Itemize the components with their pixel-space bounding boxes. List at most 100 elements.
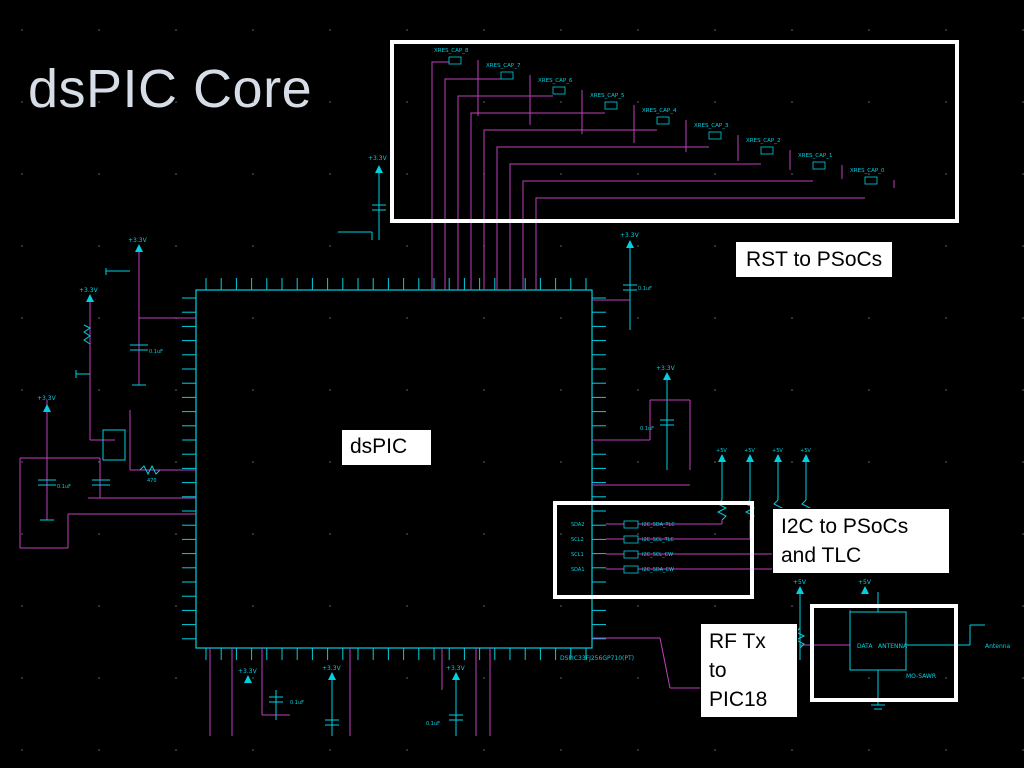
pullup-supply-label: +5V — [772, 448, 783, 454]
supply-arrow-5v-rf — [861, 586, 869, 594]
i2c-net-label: I2C_SDA_CW — [642, 567, 674, 573]
grid-dot — [1022, 101, 1024, 103]
rst-net-port — [552, 86, 566, 95]
grid-dot — [560, 317, 562, 319]
callout-dspic: dsPIC — [341, 429, 432, 466]
supply-label-3: +3.3V — [37, 395, 57, 402]
pullup-arrow — [746, 454, 754, 462]
chip-part-label: DSPIC33FJ256GP710(PT) — [560, 655, 634, 662]
grid-dot — [483, 677, 485, 679]
grid-dot — [406, 101, 408, 103]
rst-net-label: XRES_CAP_7 — [486, 63, 521, 69]
grid-dot — [98, 173, 100, 175]
grid-dot — [637, 461, 639, 463]
grid-dot — [21, 245, 23, 247]
grid-dot — [637, 605, 639, 607]
supply-5v-1: +5V — [793, 579, 807, 586]
grid-dot — [1022, 749, 1024, 751]
grid-dot — [1022, 677, 1024, 679]
grid-dot — [1022, 605, 1024, 607]
cap-value-2: 0.1uF — [57, 484, 71, 490]
rst-net-labels: XRES_CAP_8XRES_CAP_7XRES_CAP_6XRES_CAP_5… — [434, 48, 885, 185]
callout-rf-tx: RF Tx to PIC18 — [700, 623, 798, 718]
grid-dot — [98, 101, 100, 103]
rst-net-port — [604, 101, 618, 110]
rst-net-port — [812, 161, 826, 170]
grid-dot — [714, 245, 716, 247]
dspic-chip — [195, 289, 593, 649]
bottom-arrows — [244, 672, 460, 683]
supply-label-7: +3.3V — [238, 668, 258, 675]
rst-net-label: XRES_CAP_1 — [798, 153, 832, 159]
grid-dot — [714, 173, 716, 175]
supply-5v-2: +5V — [858, 579, 872, 586]
callout-rst-to-psocs: RST to PSoCs — [735, 241, 894, 278]
grid-dot — [329, 173, 331, 175]
grid-dot — [329, 749, 331, 751]
grid-dot — [406, 605, 408, 607]
grid-dot — [945, 749, 947, 751]
i2c-pin-label: SCL2 — [571, 537, 584, 543]
grid-dot — [560, 101, 562, 103]
supply-arrow-5v-rf2 — [796, 586, 804, 594]
pullup-supply-label: +5V — [800, 448, 811, 454]
rst-net-label: XRES_CAP_0 — [850, 168, 885, 174]
rf-highlight-box — [810, 604, 958, 702]
grid-dot — [21, 317, 23, 319]
grid-dot — [406, 173, 408, 175]
rst-net-port — [708, 131, 722, 140]
callout-i2c: I2C to PSoCs and TLC — [772, 508, 950, 574]
i2c-pin-label: SDA2 — [571, 522, 585, 528]
grid-dot — [945, 245, 947, 247]
grid-dot — [483, 317, 485, 319]
grid-dot — [329, 317, 331, 319]
grid-dot — [21, 101, 23, 103]
rst-net-port — [500, 71, 514, 80]
rst-wire — [522, 180, 813, 290]
supply-label-9: +3.3V — [446, 665, 466, 672]
grid-dot — [21, 29, 23, 31]
grid-dot — [868, 29, 870, 31]
rst-net-port — [760, 146, 774, 155]
callout-rf-line1: RF Tx — [709, 630, 766, 653]
grid-dot — [1022, 245, 1024, 247]
slide-title: dsPIC Core — [28, 59, 313, 119]
grid-dot — [329, 29, 331, 31]
grid-dot — [175, 101, 177, 103]
i2c-port — [623, 520, 639, 529]
rst-net-label: XRES_CAP_6 — [538, 78, 573, 84]
grid-dot — [406, 749, 408, 751]
rst-net-label: XRES_CAP_3 — [694, 123, 729, 129]
grid-dots — [21, 29, 1024, 751]
supply-label-1: +3.3V — [128, 237, 148, 244]
grid-dot — [791, 389, 793, 391]
pullup-arrow — [718, 454, 726, 462]
grid-dot — [714, 461, 716, 463]
left-components — [38, 268, 161, 521]
rf-module-part: MO-SAWR — [906, 673, 936, 680]
grid-dot — [560, 461, 562, 463]
grid-dot — [329, 533, 331, 535]
grid-dot — [637, 173, 639, 175]
grid-dot — [945, 173, 947, 175]
grid-dot — [637, 101, 639, 103]
cap-value-5: 0.1uF — [290, 700, 304, 706]
grid-dot — [406, 29, 408, 31]
grid-dot — [21, 173, 23, 175]
rst-wire — [483, 129, 657, 290]
grid-dot — [483, 461, 485, 463]
grid-dot — [483, 389, 485, 391]
i2c-net-label: I2C_SDA_TLC — [642, 522, 675, 528]
rst-wire — [444, 78, 501, 290]
rst-net-label: XRES_CAP_4 — [642, 108, 677, 114]
grid-dot — [98, 461, 100, 463]
callout-i2c-line1: I2C to PSoCs — [781, 515, 909, 538]
grid-dot — [637, 29, 639, 31]
grid-dot — [175, 605, 177, 607]
grid-dot — [252, 173, 254, 175]
grid-dot — [252, 677, 254, 679]
grid-dot — [791, 173, 793, 175]
rf-pin-antenna: ANTENNA — [878, 643, 908, 650]
supply-label-5: +3.3V — [620, 232, 640, 239]
grid-dot — [1022, 461, 1024, 463]
